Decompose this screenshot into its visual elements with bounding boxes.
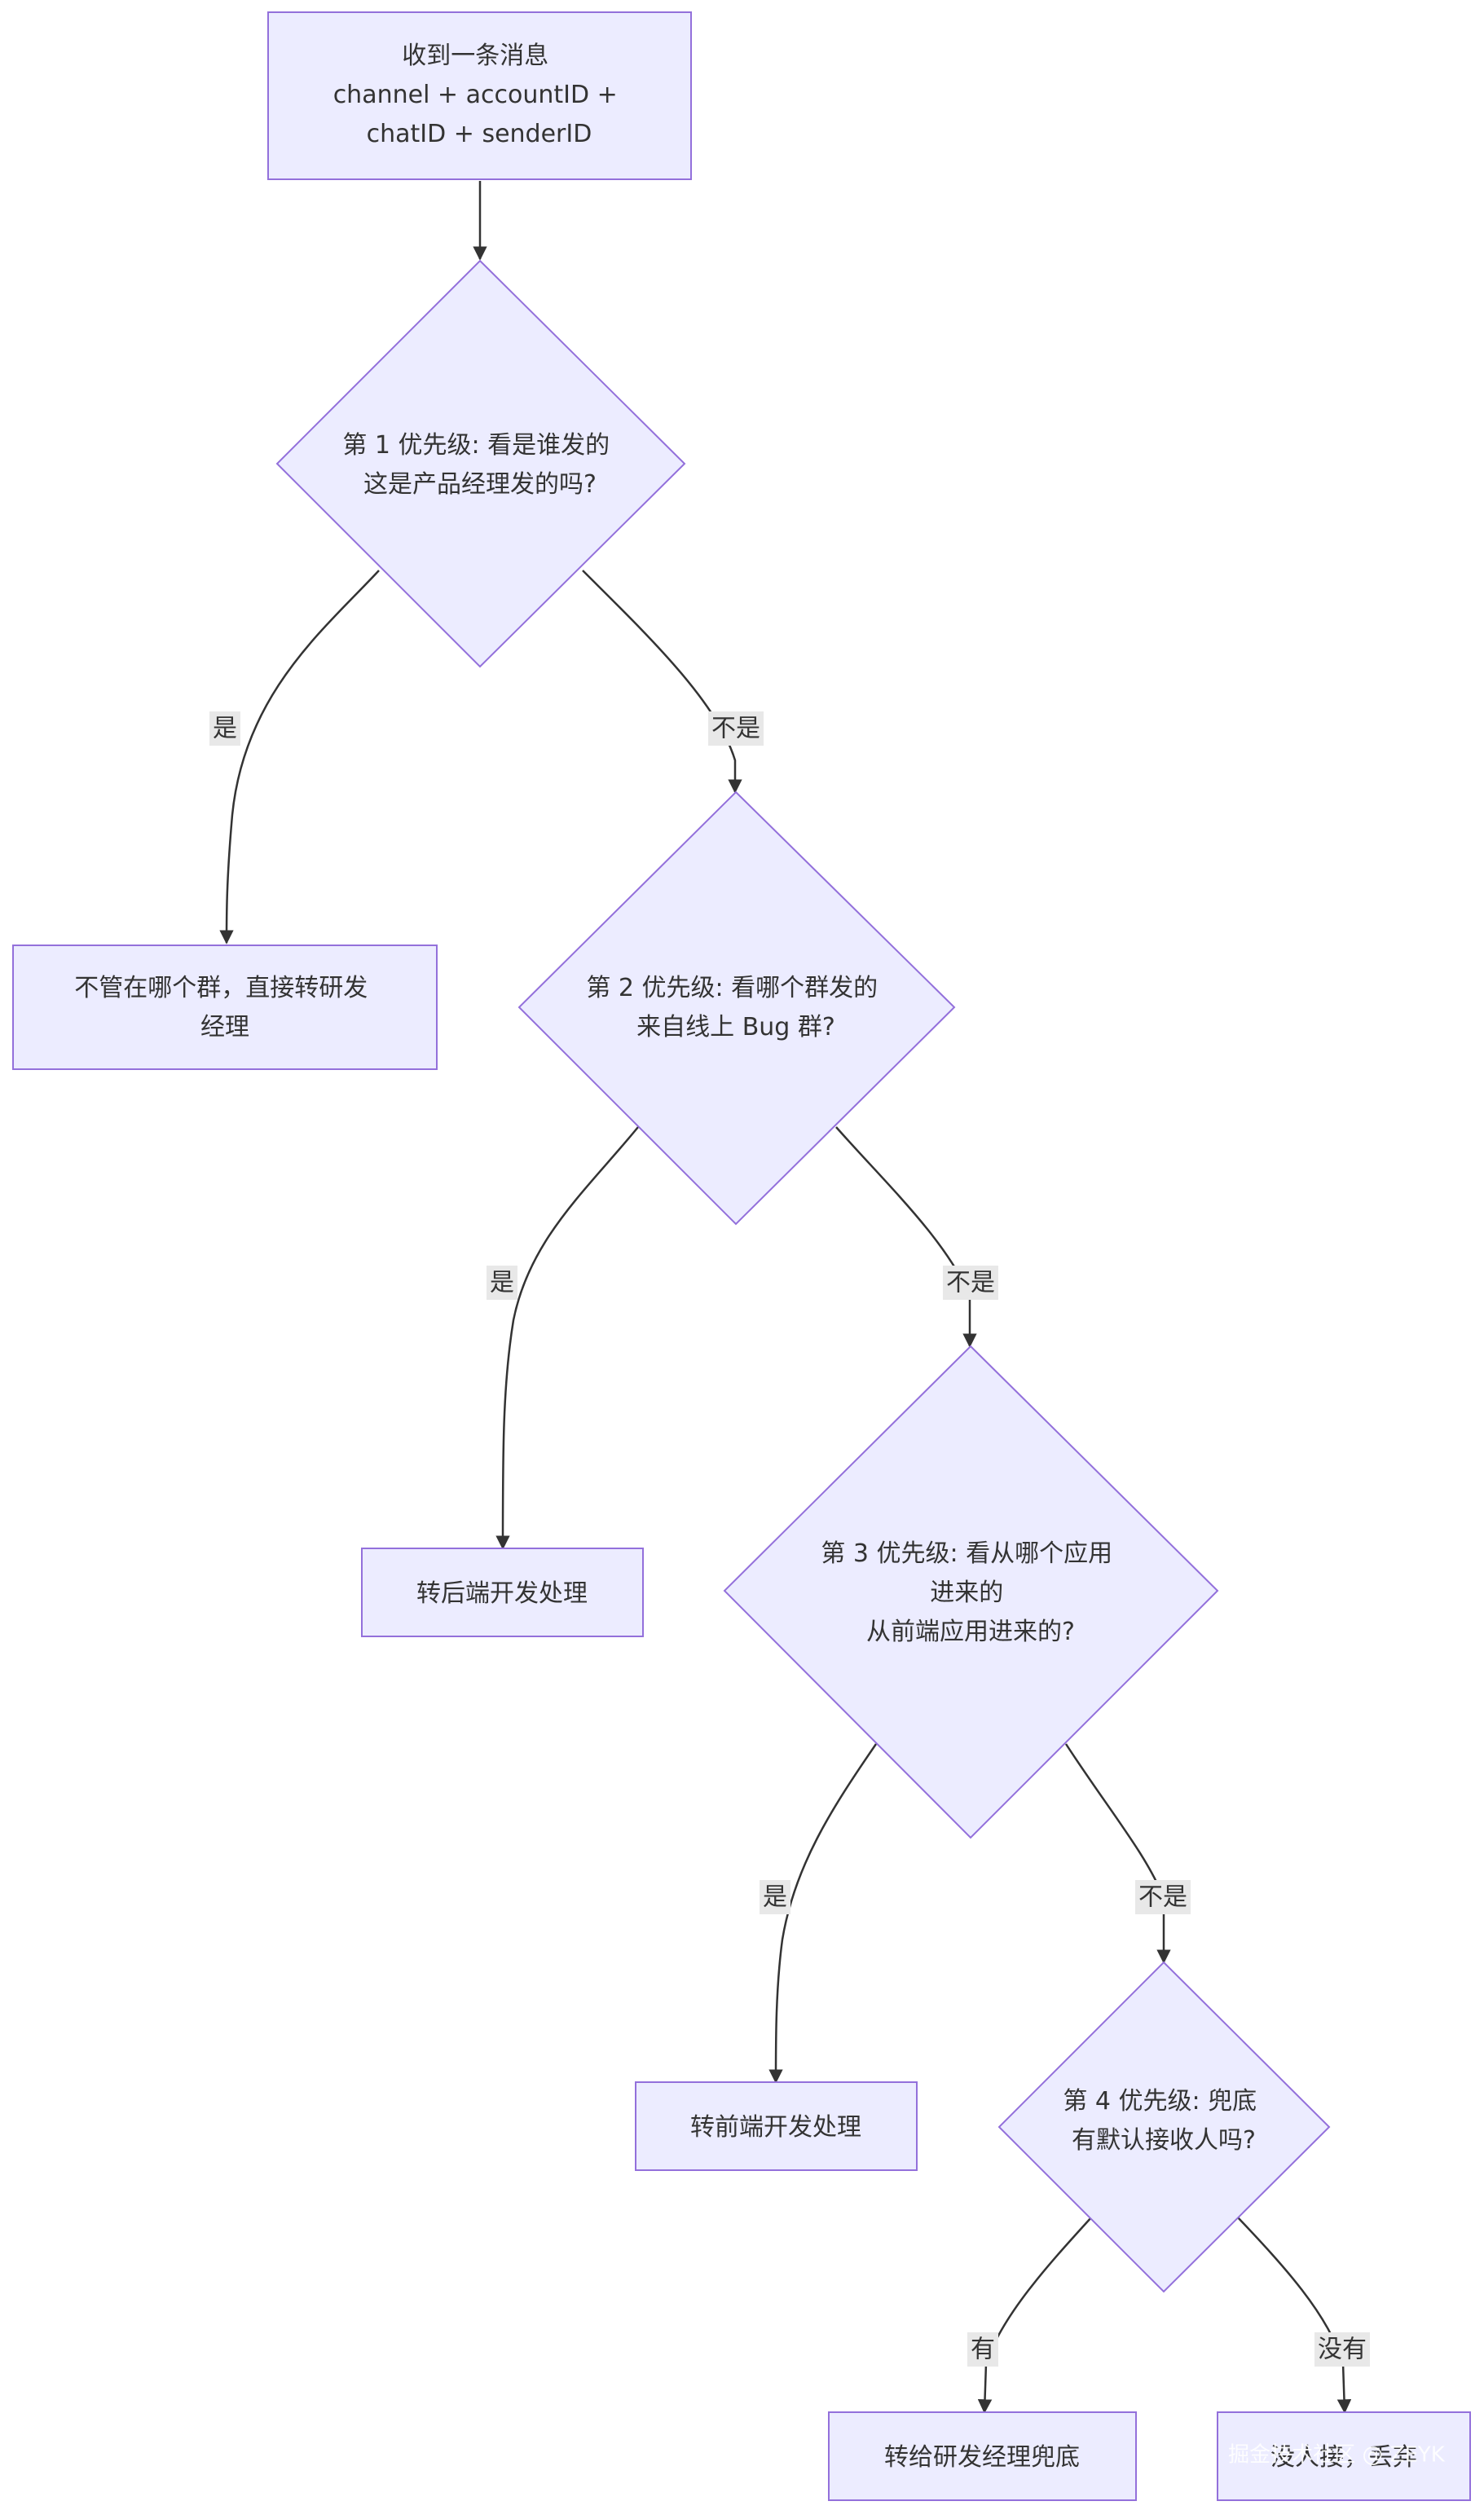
node-start-line-2: channel + accountID + <box>333 81 618 109</box>
edge-labels: 是 不是 是 不是 是 不是 有 没有 <box>209 711 1370 2367</box>
svg-text:第 1 优先级: 看是谁发的 这是产品经理发: 第 1 优先级: 看是谁发的 这是产品经理发的吗? <box>342 431 617 499</box>
decision-d4-line-2: 有默认接收人吗? <box>1072 2126 1256 2155</box>
node-backend-line-1: 转后端开发处理 <box>416 1579 588 1608</box>
edge-label-text: 有 <box>971 2336 995 2364</box>
node-start-line-1: 收到一条消息 <box>402 42 548 70</box>
edge-label-text: 没有 <box>1318 2336 1367 2364</box>
edge-label-text: 不是 <box>711 715 760 743</box>
edges <box>219 181 1352 2414</box>
node-drop: 没人接，丢弃 <box>1217 2411 1471 2501</box>
edge-label-d2-no: 不是 <box>943 1266 998 1300</box>
node-frontend: 转前端开发处理 <box>635 2081 918 2171</box>
edge-label-text: 不是 <box>1138 1883 1187 1912</box>
edge-d2-yes <box>495 1126 639 1550</box>
node-start-line-3: chatID + senderID <box>367 120 592 148</box>
edge-d2-no <box>835 1126 977 1348</box>
decision-d4-line-1: 第 4 优先级: 兜底 <box>1063 2087 1257 2116</box>
svg-text:没人接，丢弃: 没人接，丢弃 <box>1270 2443 1417 2472</box>
svg-text:第 3 优先级: 看从哪个应用 进来的: 第 3 优先级: 看从哪个应用 进来的 从前端应用进来的? <box>821 1539 1120 1646</box>
node-pm-line-2: 经理 <box>200 1013 249 1041</box>
edge-label-text: 是 <box>213 715 237 743</box>
edge-label-d2-yes: 是 <box>487 1266 517 1300</box>
edge-label-d4-yes: 有 <box>967 2332 998 2367</box>
decision-d3-line-3: 从前端应用进来的? <box>866 1618 1075 1646</box>
decision-d3-line-1: 第 3 优先级: 看从哪个应用 <box>821 1539 1112 1568</box>
svg-text:第 2 优先级: 看哪个群发的 来自线上 B: 第 2 优先级: 看哪个群发的 来自线上 Bug 群? <box>586 974 885 1041</box>
svg-text:收到一条消息 channel + accou: 收到一条消息 channel + accountID + chatID + se… <box>333 42 626 148</box>
decision-d3-line-2: 进来的 <box>930 1579 1003 1607</box>
node-fallback: 转给研发经理兜底 <box>828 2411 1137 2501</box>
svg-text:转给研发经理兜底: 转给研发经理兜底 <box>884 2443 1080 2472</box>
node-fallback-line-1: 转给研发经理兜底 <box>884 2443 1080 2472</box>
decision-d1-line-1: 第 1 优先级: 看是谁发的 <box>342 431 610 460</box>
edge-d1-no <box>582 570 742 794</box>
edge-label-d1-yes: 是 <box>209 711 240 746</box>
node-drop-line-1: 没人接，丢弃 <box>1270 2443 1417 2472</box>
svg-text:转后端开发处理: 转后端开发处理 <box>416 1579 588 1608</box>
edge-label-d3-no: 不是 <box>1135 1880 1191 1914</box>
decision-d1: 第 1 优先级: 看是谁发的 这是产品经理发的吗? <box>275 259 686 668</box>
node-backend: 转后端开发处理 <box>361 1548 644 1637</box>
node-pm: 不管在哪个群，直接转研发 经理 <box>12 945 438 1070</box>
edge-label-text: 是 <box>490 1269 514 1297</box>
watermark-text: 掘金技术社区 @ ZEYK <box>1228 2443 1446 2468</box>
edge-d4-yes <box>977 2216 1093 2414</box>
decision-d3: 第 3 优先级: 看从哪个应用 进来的 从前端应用进来的? <box>723 1345 1219 1839</box>
node-frontend-line-1: 转前端开发处理 <box>690 2113 861 2142</box>
nodes: 收到一条消息 channel + accountID + chatID + se… <box>12 11 1471 2501</box>
node-pm-line-1: 不管在哪个群，直接转研发 <box>74 974 368 1002</box>
watermark: 掘金技术社区 @ ZEYK <box>1228 2443 1446 2468</box>
svg-text:第 4 优先级: 兜底 有默认接收人吗?: 第 4 优先级: 兜底 有默认接收人吗? <box>1063 2087 1264 2155</box>
decision-d1-line-2: 这是产品经理发的吗? <box>363 470 597 499</box>
node-start: 收到一条消息 channel + accountID + chatID + se… <box>267 11 692 180</box>
edge-d3-yes <box>768 1743 878 2084</box>
edge-d4-no <box>1236 2216 1352 2414</box>
edge-label-text: 不是 <box>946 1269 995 1297</box>
svg-text:转前端开发处理: 转前端开发处理 <box>690 2113 861 2142</box>
edge-label-d3-yes: 是 <box>760 1880 790 1914</box>
svg-text:不管在哪个群，直接转研发 经理: 不管在哪个群，直接转研发 经理 <box>74 974 376 1041</box>
edge-label-d1-no: 不是 <box>708 711 764 746</box>
decision-d4: 第 4 优先级: 兜底 有默认接收人吗? <box>997 1961 1331 2293</box>
edge-label-text: 是 <box>763 1883 787 1912</box>
edge-d1-yes <box>219 570 380 945</box>
edge-label-d4-no: 没有 <box>1314 2332 1370 2367</box>
decision-d2-line-1: 第 2 优先级: 看哪个群发的 <box>586 974 878 1002</box>
decision-d2-line-2: 来自线上 Bug 群? <box>636 1013 835 1041</box>
edge-d3-no <box>1064 1743 1171 1964</box>
decision-d2: 第 2 优先级: 看哪个群发的 来自线上 Bug 群? <box>517 790 956 1226</box>
